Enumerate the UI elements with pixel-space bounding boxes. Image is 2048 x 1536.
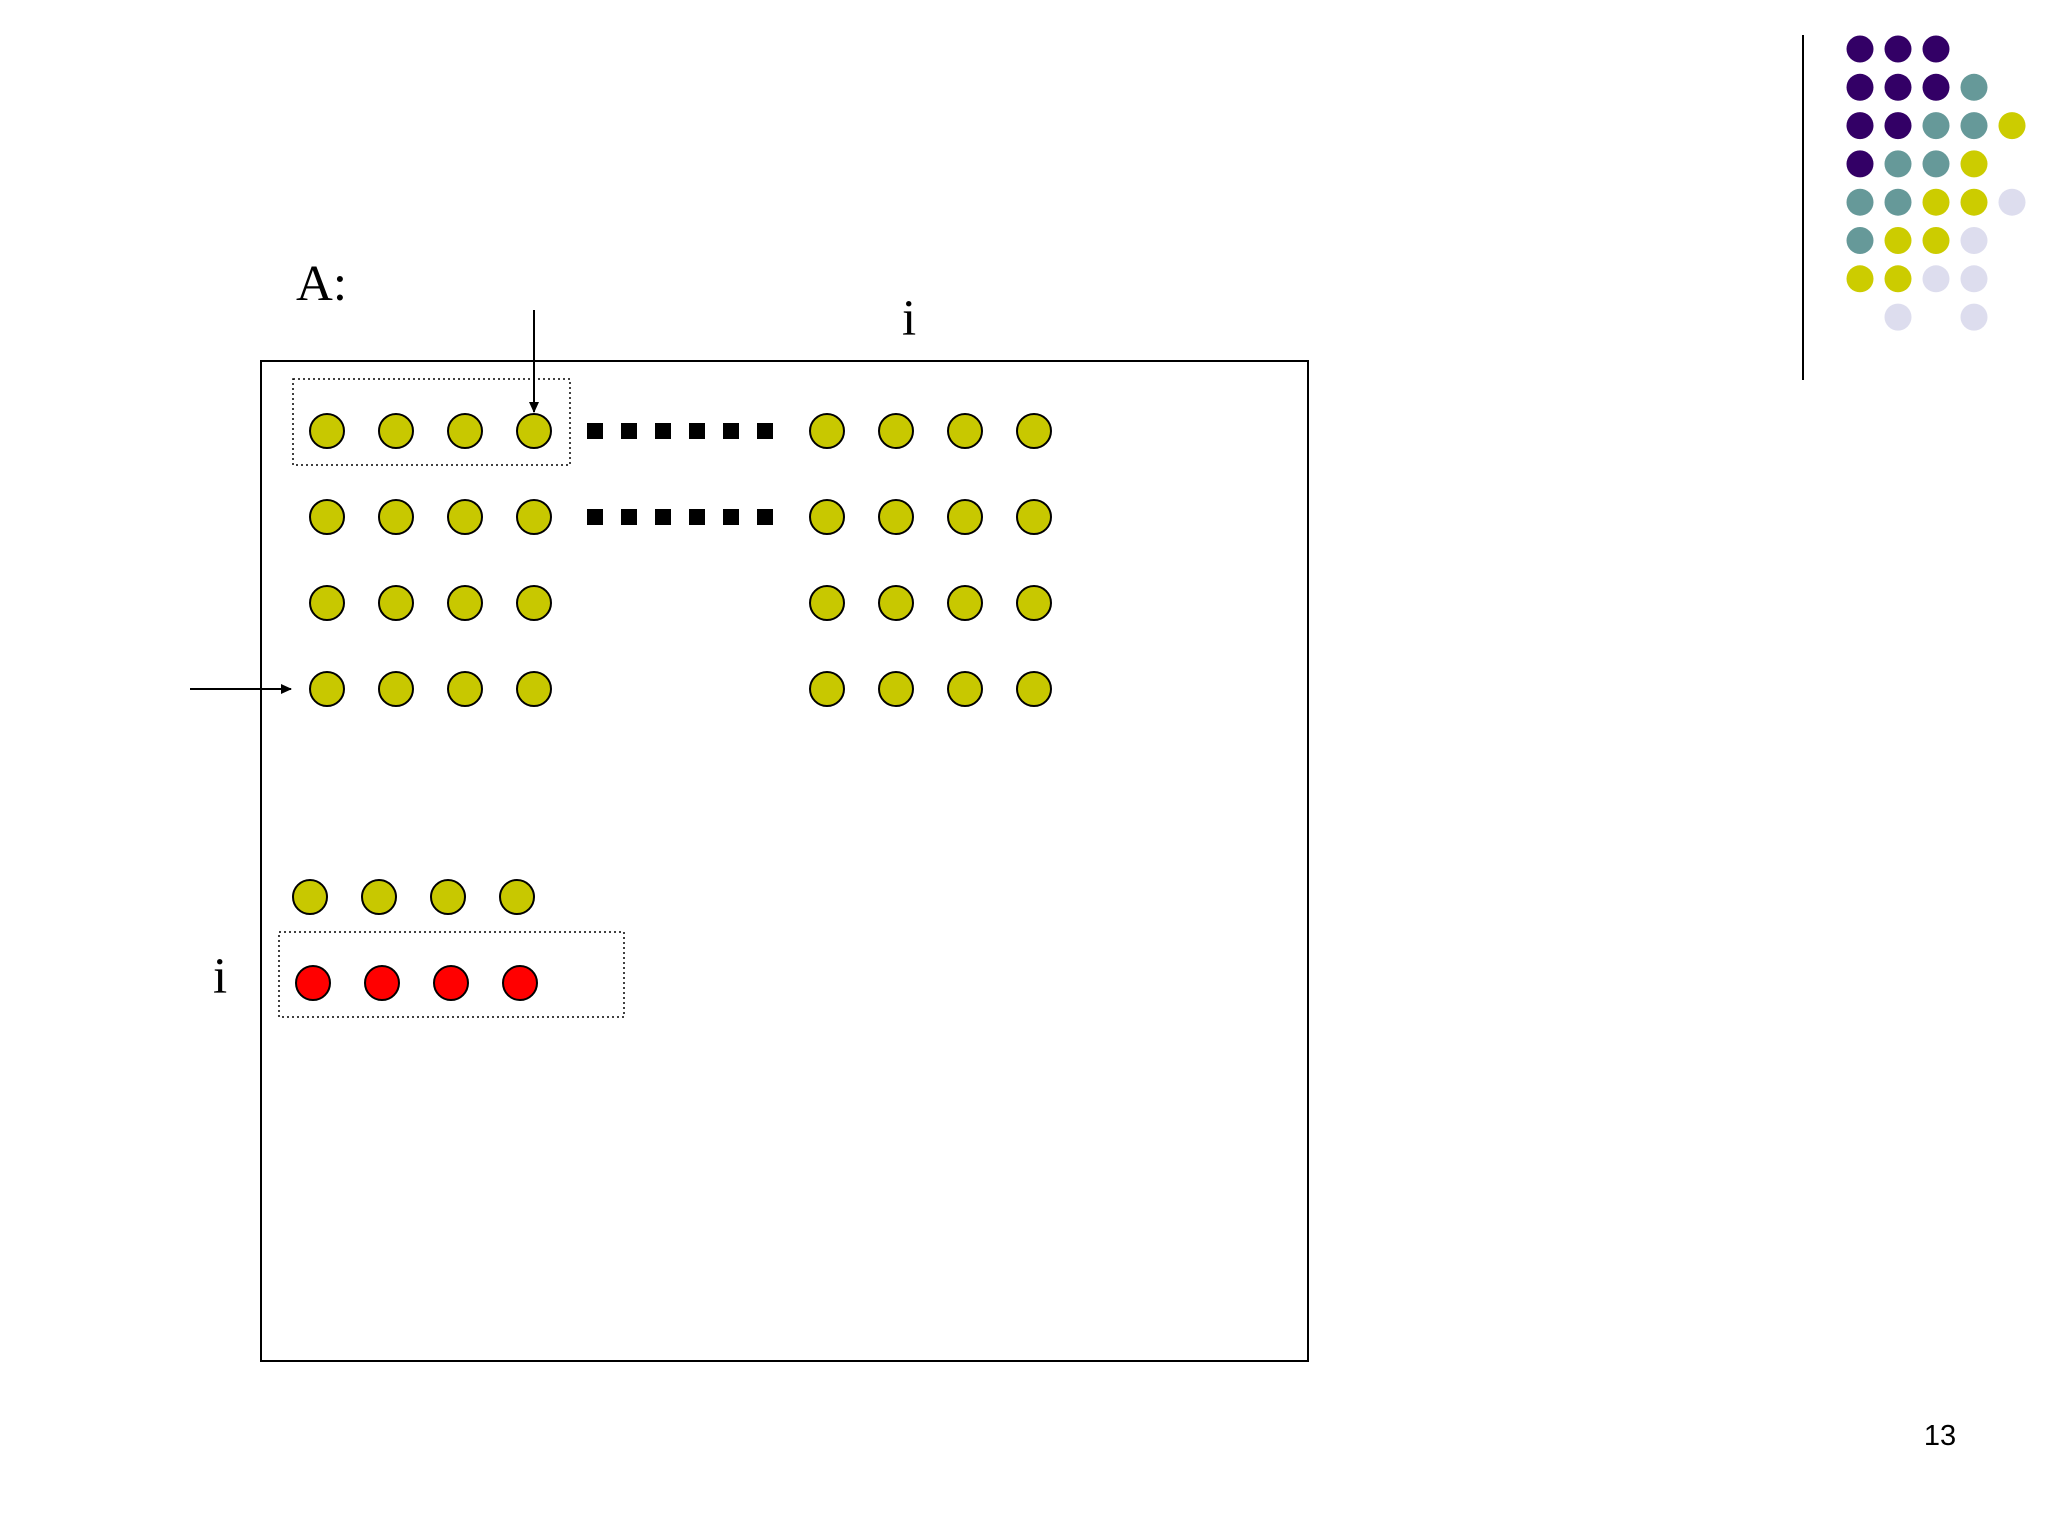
matrix-element bbox=[309, 671, 345, 707]
matrix-element bbox=[809, 413, 845, 449]
decoration-dot bbox=[1846, 227, 1874, 254]
matrix-element bbox=[309, 585, 345, 621]
decoration-dot bbox=[1846, 265, 1874, 293]
matrix-element bbox=[378, 671, 414, 707]
decoration-dot bbox=[1960, 150, 1988, 178]
matrix-element bbox=[878, 413, 914, 449]
extracted-element bbox=[292, 879, 328, 915]
decoration-dot bbox=[1922, 227, 1950, 254]
column-index-label: i bbox=[902, 291, 916, 347]
matrix-element bbox=[447, 671, 483, 707]
ellipsis-square bbox=[757, 423, 773, 439]
row-index-label: i bbox=[213, 949, 227, 1005]
extracted-element bbox=[499, 879, 535, 915]
matrix-label: A: bbox=[296, 256, 347, 312]
decoration-dot bbox=[1998, 188, 2026, 216]
decoration-dot bbox=[1922, 35, 1950, 63]
decoration-dot bbox=[1960, 73, 1988, 101]
decoration-dot bbox=[1960, 265, 1988, 293]
decoration-dot bbox=[1846, 188, 1874, 216]
decoration-dot bbox=[1846, 73, 1874, 101]
decoration-dot bbox=[1884, 150, 1912, 178]
matrix-element bbox=[947, 671, 983, 707]
decoration-dot bbox=[1922, 73, 1950, 101]
decoration-dot bbox=[1922, 265, 1950, 293]
matrix-element bbox=[516, 585, 552, 621]
extracted-element bbox=[361, 879, 397, 915]
matrix-element bbox=[447, 585, 483, 621]
decoration-dot bbox=[1884, 227, 1912, 254]
decoration-dot bbox=[1960, 188, 1988, 216]
decoration-dot bbox=[1846, 112, 1874, 140]
matrix-element bbox=[516, 499, 552, 535]
ellipsis-square bbox=[587, 509, 603, 525]
decoration-dot bbox=[1846, 35, 1874, 63]
decoration-dot bbox=[1884, 112, 1912, 140]
ellipsis-square bbox=[621, 509, 637, 525]
matrix-element bbox=[878, 671, 914, 707]
matrix-element bbox=[378, 499, 414, 535]
matrix-element bbox=[378, 585, 414, 621]
decoration-dots bbox=[1846, 35, 2026, 331]
matrix-element bbox=[1016, 671, 1052, 707]
decoration-dot bbox=[1998, 112, 2026, 140]
ellipsis-square bbox=[587, 423, 603, 439]
decoration-dot bbox=[1884, 188, 1912, 216]
ellipsis-square bbox=[689, 423, 705, 439]
matrix-element bbox=[309, 413, 345, 449]
decoration-dot bbox=[1922, 188, 1950, 216]
first-row-block-box bbox=[292, 378, 571, 466]
matrix-elements bbox=[309, 413, 1052, 707]
matrix-element bbox=[447, 413, 483, 449]
matrix-element bbox=[878, 585, 914, 621]
decoration-dot bbox=[1960, 227, 1988, 254]
extracted-element bbox=[430, 879, 466, 915]
ellipsis-square bbox=[621, 423, 637, 439]
matrix-element bbox=[809, 671, 845, 707]
matrix-element bbox=[878, 499, 914, 535]
matrix-element bbox=[309, 499, 345, 535]
decoration-dot bbox=[1884, 303, 1912, 331]
matrix-element bbox=[1016, 413, 1052, 449]
matrix-element bbox=[809, 585, 845, 621]
extracted-column bbox=[292, 879, 535, 915]
decoration-dot bbox=[1922, 150, 1950, 178]
ellipsis-square bbox=[757, 509, 773, 525]
decoration-dot bbox=[1884, 265, 1912, 293]
matrix-element bbox=[809, 499, 845, 535]
decoration-dot bbox=[1960, 303, 1988, 331]
selected-element bbox=[295, 965, 331, 1001]
ellipsis-square bbox=[723, 423, 739, 439]
selected-element bbox=[364, 965, 400, 1001]
matrix-element bbox=[516, 671, 552, 707]
ellipsis-marks bbox=[587, 423, 773, 525]
matrix-element bbox=[947, 499, 983, 535]
page-number: 13 bbox=[1923, 1420, 1957, 1452]
matrix-element bbox=[947, 413, 983, 449]
matrix-frame bbox=[260, 360, 1309, 1362]
selected-element bbox=[502, 965, 538, 1001]
matrix-element bbox=[1016, 499, 1052, 535]
ellipsis-square bbox=[655, 509, 671, 525]
selected-element bbox=[433, 965, 469, 1001]
selected-row bbox=[295, 965, 538, 1001]
decoration-dot bbox=[1846, 150, 1874, 178]
ellipsis-square bbox=[723, 509, 739, 525]
decoration-dot bbox=[1884, 35, 1912, 63]
decoration-dot bbox=[1884, 73, 1912, 101]
matrix-element bbox=[1016, 585, 1052, 621]
decoration-dot bbox=[1960, 112, 1988, 140]
matrix-element bbox=[516, 413, 552, 449]
matrix-element bbox=[447, 499, 483, 535]
ellipsis-square bbox=[655, 423, 671, 439]
decoration-dot bbox=[1922, 112, 1950, 140]
ellipsis-square bbox=[689, 509, 705, 525]
matrix-element bbox=[947, 585, 983, 621]
matrix-element bbox=[378, 413, 414, 449]
